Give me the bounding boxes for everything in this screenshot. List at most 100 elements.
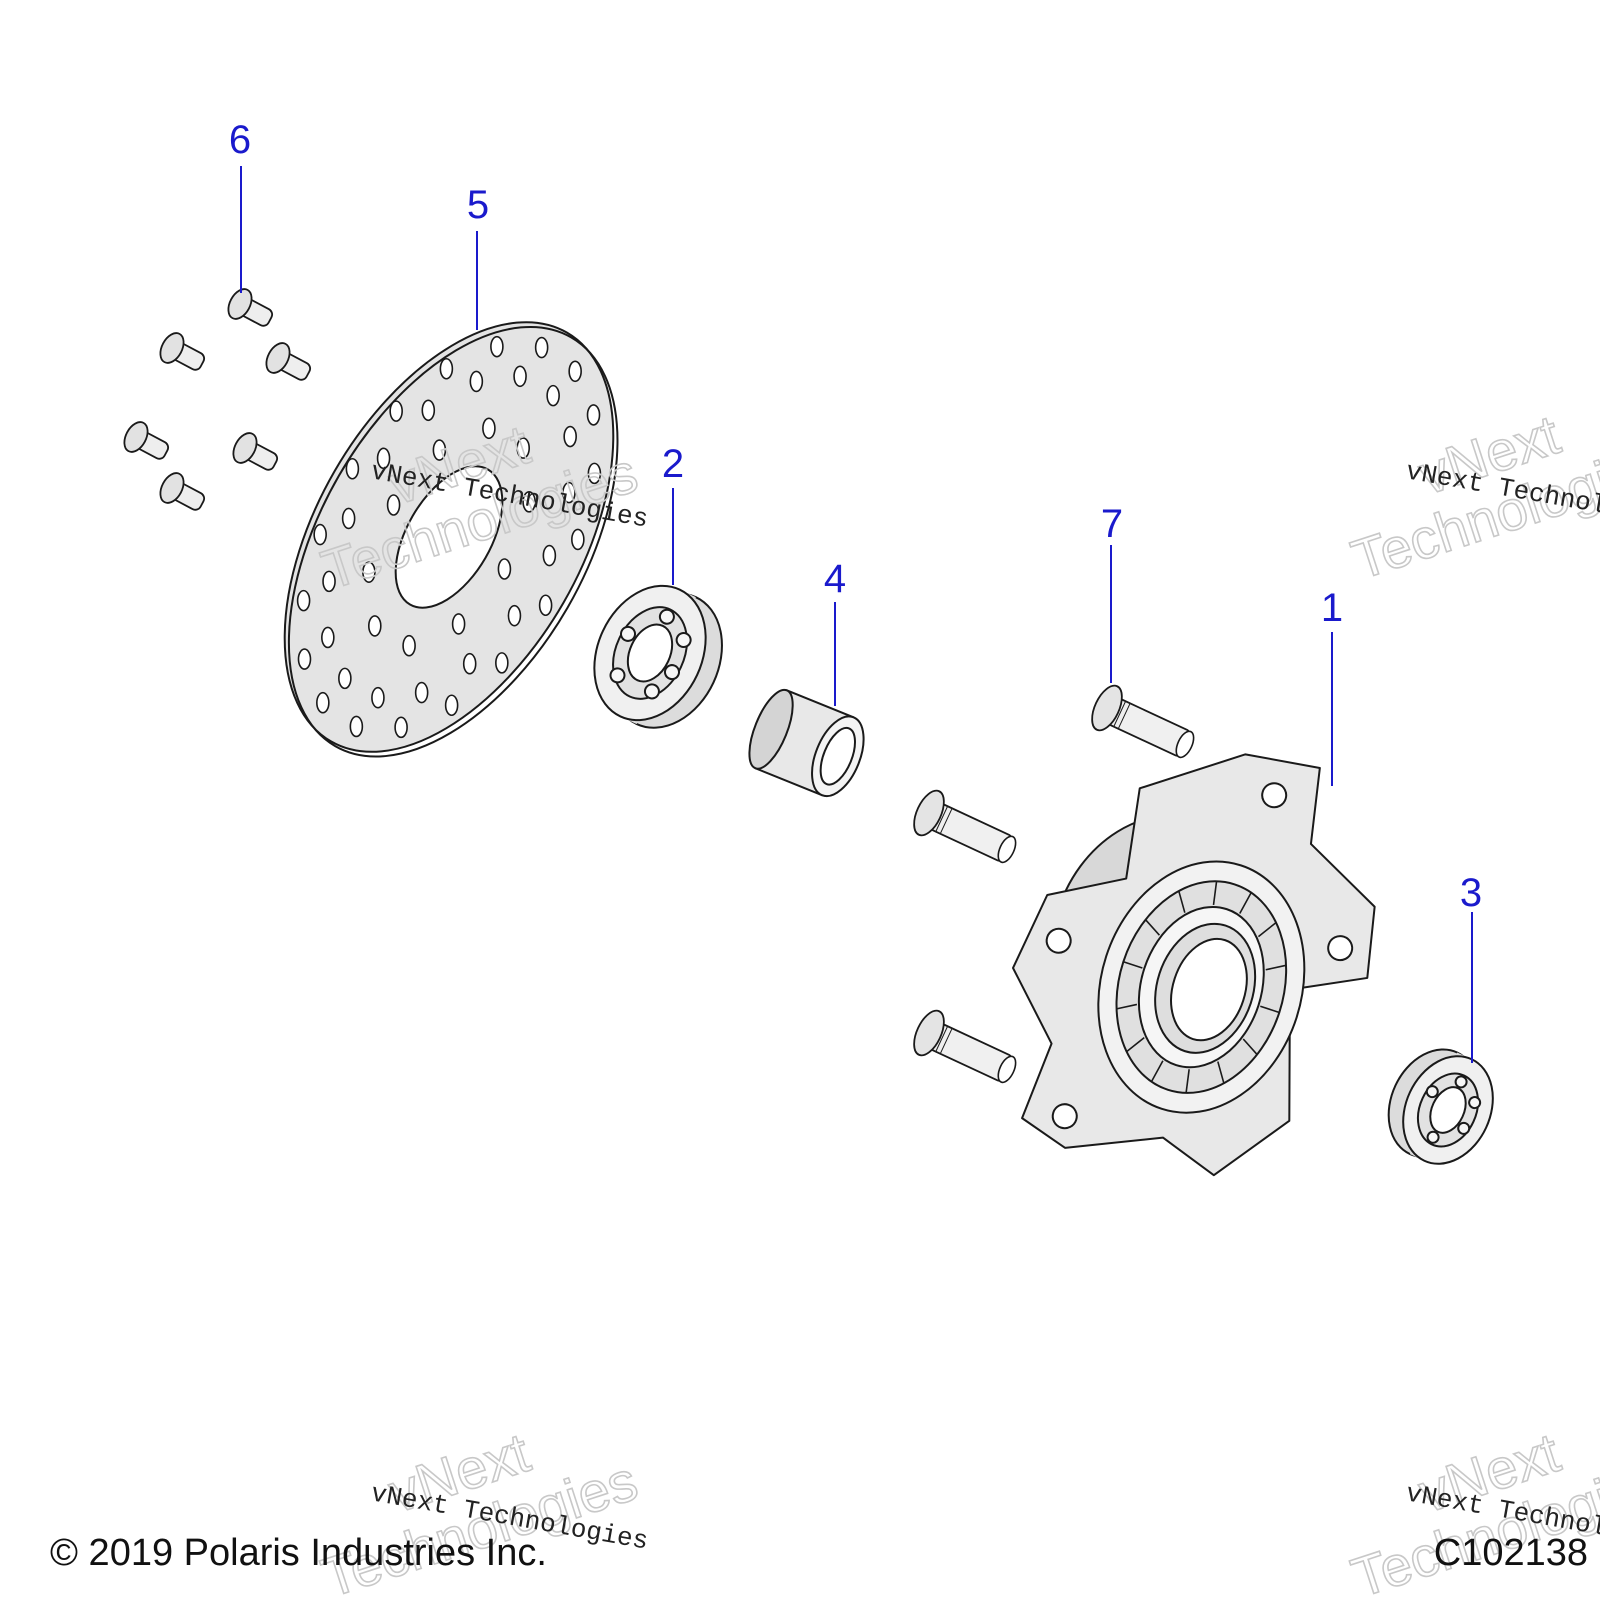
stud-head xyxy=(1091,684,1123,732)
bolt xyxy=(227,288,274,327)
hub-rib xyxy=(1178,890,1186,913)
wheel-stud xyxy=(1091,684,1195,759)
hub-rib xyxy=(1260,1005,1280,1014)
wheel-stud xyxy=(913,789,1017,864)
callout-3: 3 xyxy=(1460,871,1482,915)
disc-hole xyxy=(421,399,436,422)
stud-tip xyxy=(997,1055,1017,1084)
bearing-part-2 xyxy=(593,584,723,729)
disc-hole xyxy=(497,558,512,580)
bolt xyxy=(265,342,312,381)
hub-rib xyxy=(1257,922,1277,938)
bolt xyxy=(159,472,206,511)
bolt-head xyxy=(123,421,149,453)
disc-hole xyxy=(389,400,403,422)
stud-spline xyxy=(1113,701,1127,727)
disc-hole xyxy=(482,417,496,440)
hub-rib xyxy=(1126,1037,1145,1053)
wheel-stud xyxy=(913,1009,1017,1084)
disc-hole xyxy=(439,357,454,380)
bolt xyxy=(159,332,206,371)
stud-spline xyxy=(1117,703,1131,729)
hub-rib xyxy=(1242,1038,1258,1056)
disc-hole xyxy=(376,447,391,470)
disc-hole xyxy=(362,561,376,583)
disc-hole xyxy=(451,613,466,635)
wheel-studs-part-7 xyxy=(913,684,1195,1084)
hub-rib xyxy=(1123,961,1143,969)
bolt-head xyxy=(227,288,253,320)
disc-hole xyxy=(394,716,408,739)
stud-head xyxy=(913,1009,945,1057)
stud-spline xyxy=(935,806,949,832)
figure-code: C102138 xyxy=(1434,1532,1588,1574)
callout-labels: 1 2 3 4 5 6 7 xyxy=(229,118,1482,915)
disc-hole xyxy=(402,634,416,657)
stud-spline xyxy=(939,808,953,834)
stud-head xyxy=(913,789,945,837)
disc-hole xyxy=(313,523,327,546)
disc-hole xyxy=(516,437,530,459)
disc-hole xyxy=(513,365,527,388)
copyright-notice: © 2019 Polaris Industries Inc. xyxy=(50,1532,547,1574)
bolt-head xyxy=(232,432,258,464)
disc-bolts-part-6 xyxy=(123,288,312,511)
callout-5: 5 xyxy=(467,183,489,227)
disc-hole xyxy=(586,404,601,426)
bolt-head xyxy=(265,342,291,374)
disc-hole xyxy=(490,335,504,358)
disc-hole xyxy=(349,715,364,738)
disc-hole xyxy=(338,667,352,690)
stud-spline xyxy=(935,1026,949,1052)
brake-disc-part-5 xyxy=(283,321,619,758)
disc-hole xyxy=(546,384,560,407)
disc-hole xyxy=(507,604,522,627)
disc-hole xyxy=(462,652,477,675)
disc-hole xyxy=(321,626,335,649)
disc-hole xyxy=(534,336,549,359)
bearing-part-3 xyxy=(1387,1048,1494,1165)
bolt xyxy=(232,432,279,471)
bolt-head xyxy=(159,472,185,504)
disc-hole xyxy=(341,507,356,530)
hub-rib xyxy=(1239,892,1252,914)
callout-4: 4 xyxy=(824,557,846,601)
disc-hole xyxy=(345,457,360,480)
hub-rib xyxy=(1217,1061,1225,1084)
disc-hole xyxy=(297,648,312,670)
disc-hole xyxy=(414,681,429,704)
disc-hole xyxy=(568,360,582,383)
disc-hole xyxy=(469,370,484,393)
hub-rib xyxy=(1185,1069,1190,1093)
stud-tip xyxy=(997,835,1017,864)
hub-rib xyxy=(1116,1003,1138,1010)
hub-rib xyxy=(1144,919,1161,936)
callout-1: 1 xyxy=(1321,586,1343,630)
disc-hole xyxy=(542,544,557,567)
callout-7: 7 xyxy=(1101,502,1123,546)
disc-hole xyxy=(296,589,311,612)
bolt-head xyxy=(159,332,185,364)
disc-hole xyxy=(495,652,509,674)
disc-hole xyxy=(322,570,336,593)
bolt xyxy=(123,421,170,460)
disc-hole xyxy=(368,615,382,637)
callout-2: 2 xyxy=(662,442,684,486)
spacer-part-4 xyxy=(748,688,865,798)
hub-rib xyxy=(1212,881,1218,906)
stud-tip xyxy=(1175,730,1195,759)
disc-hole xyxy=(444,694,459,717)
disc-hole xyxy=(371,686,385,709)
disc-hole xyxy=(386,494,401,516)
hub-part-1 xyxy=(1012,753,1376,1177)
leader-lines xyxy=(240,166,1473,1063)
disc-hole xyxy=(432,439,447,461)
disc-hole xyxy=(316,691,330,714)
disc-hole xyxy=(522,491,536,513)
disc-hole xyxy=(587,462,602,485)
callout-6: 6 xyxy=(229,118,251,162)
disc-hole xyxy=(538,594,553,617)
hub-rib xyxy=(1150,1060,1164,1083)
stud-spline xyxy=(939,1028,953,1054)
